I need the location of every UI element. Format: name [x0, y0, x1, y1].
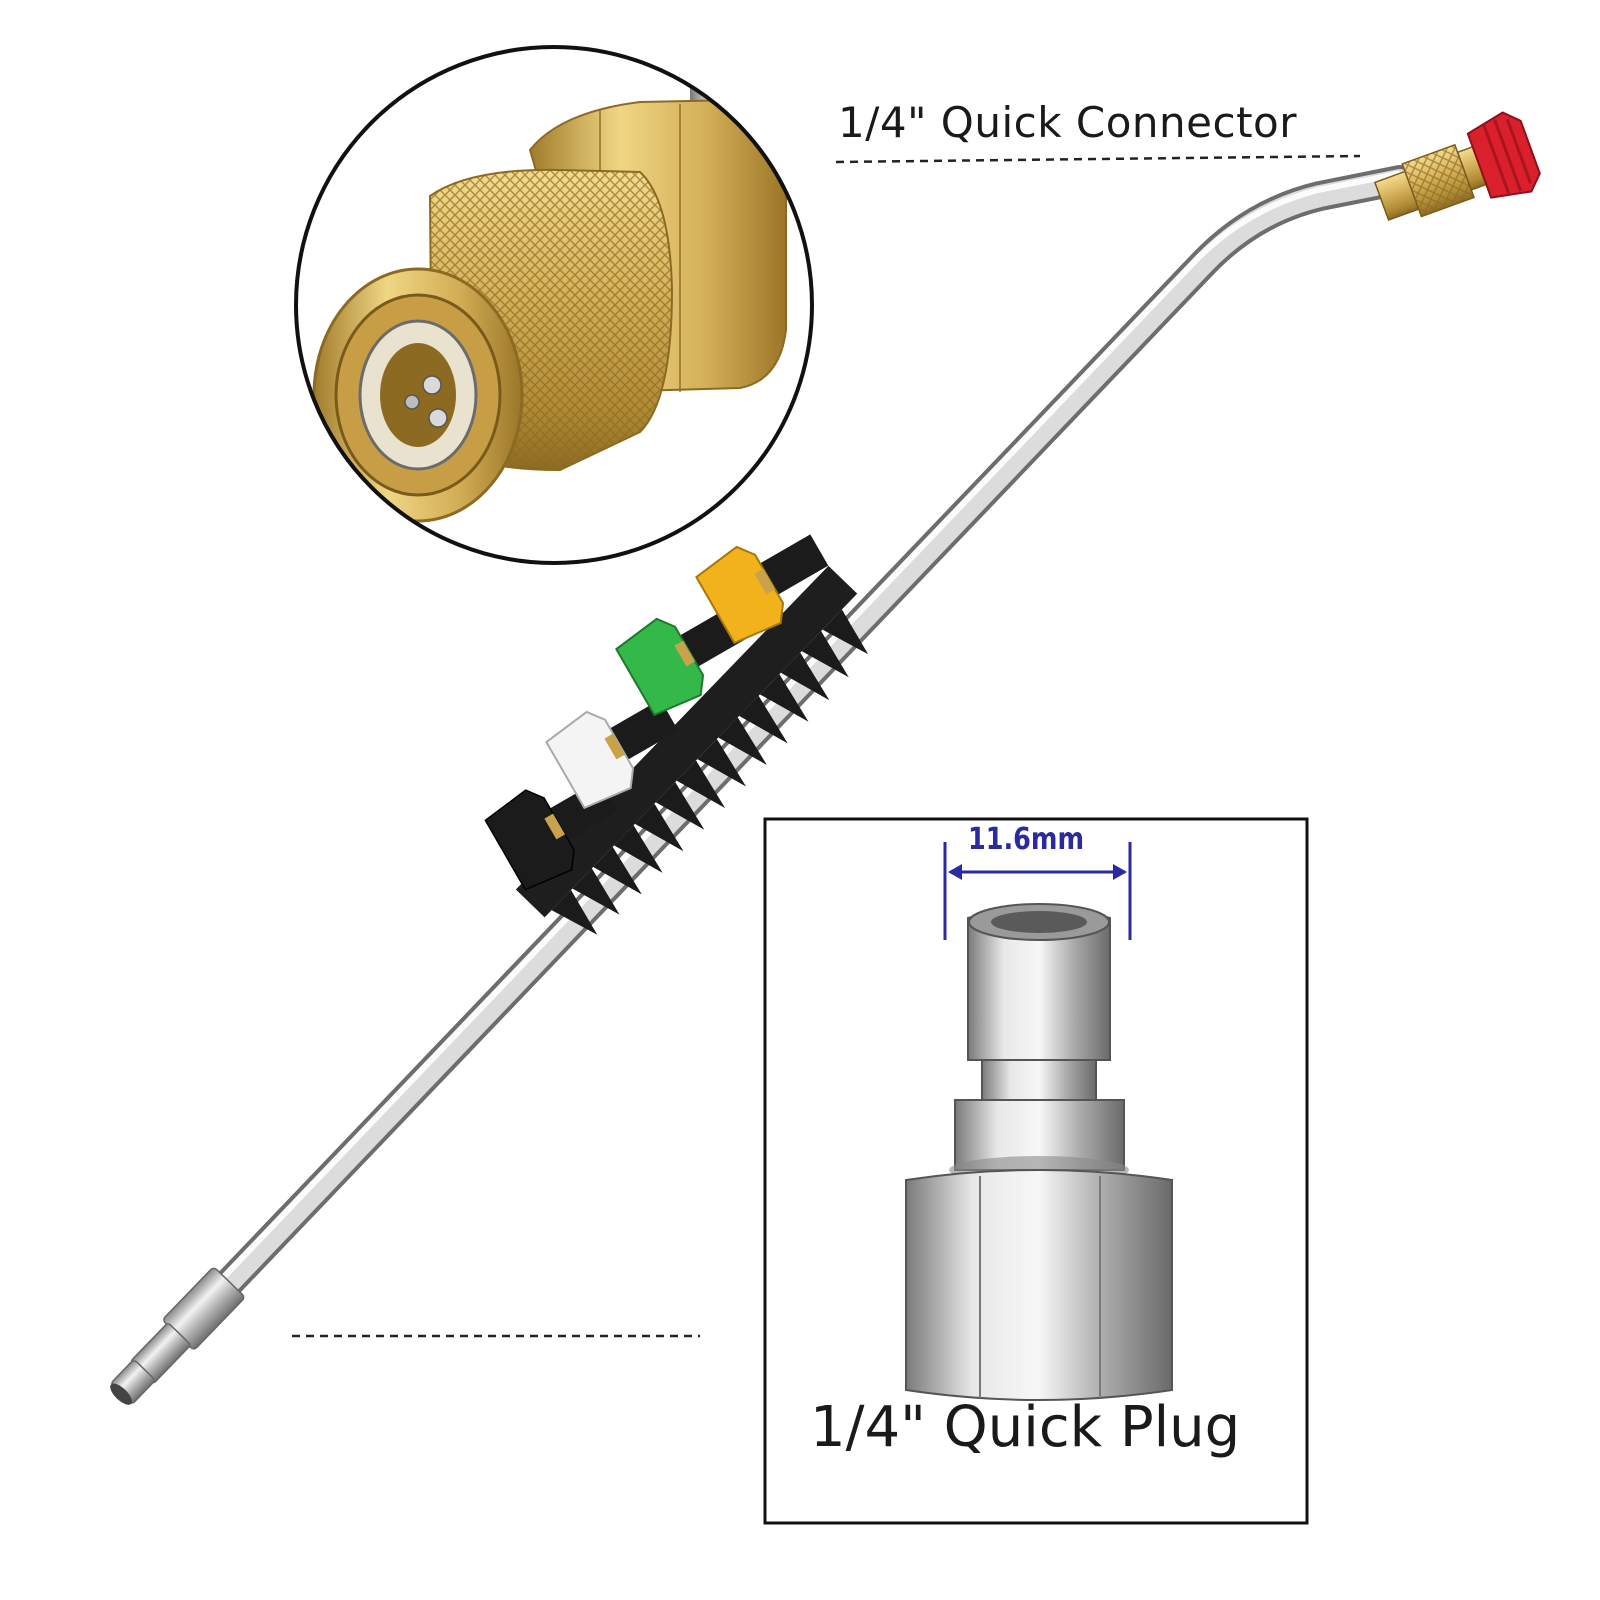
connector-callout-line	[835, 154, 1361, 164]
connector-label: 1/4" Quick Connector	[838, 98, 1297, 147]
dimension-label: 11.6mm	[968, 822, 1085, 857]
brass-quick-connector-icon	[294, 45, 814, 565]
nozzle-tip-white	[545, 699, 679, 810]
nozzle-holder	[484, 534, 869, 935]
nozzle-tip-yellow	[695, 534, 829, 645]
wand-top-connector	[1373, 111, 1541, 221]
wand-bottom-plug	[110, 1267, 245, 1405]
wand-tube	[190, 165, 1415, 1323]
steel-quick-plug-icon	[763, 817, 1309, 1525]
